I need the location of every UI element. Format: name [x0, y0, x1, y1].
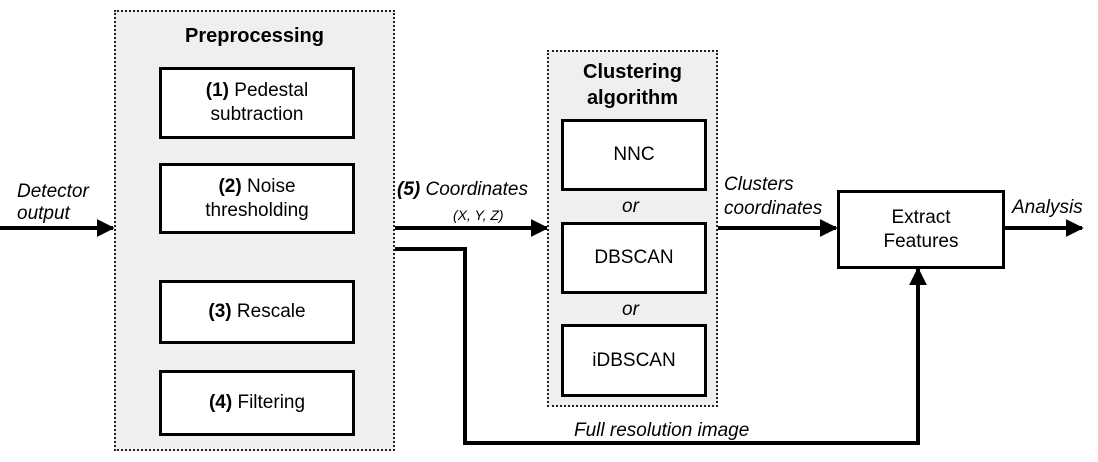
clusters-label-line2: coordinates [724, 198, 823, 219]
coordinates-sub-label: (X, Y, Z) [453, 207, 504, 223]
full-resolution-path [258, 247, 927, 445]
or-label-1: or [622, 196, 639, 217]
step1-text-line2: subtraction [210, 104, 304, 125]
analysis-label: Analysis [1012, 197, 1083, 218]
algorithm-dbscan: DBSCAN [561, 222, 707, 294]
detector-output-label-line1: Detector [17, 181, 89, 202]
or-label-2: or [622, 299, 639, 320]
step-noise-thresholding: (2) Noise thresholding [159, 163, 355, 234]
step-filtering: (4) Filtering [159, 370, 355, 436]
step3-number: (3) [208, 301, 232, 322]
extract-line1: Extract [891, 206, 951, 228]
step-rescale: (3) Rescale [159, 280, 355, 344]
clustering-title-line1: Clustering [583, 61, 682, 83]
step4-number: (4) [208, 392, 233, 413]
full-resolution-label: Full resolution image [574, 420, 750, 441]
preprocessing-title: Preprocessing [185, 25, 324, 47]
coordinates-text: Coordinates [425, 179, 528, 200]
step2-text-line1: Noise [246, 175, 296, 197]
step4-text: Filtering [237, 392, 306, 413]
clustering-title-line2: algorithm [586, 87, 679, 109]
algorithm-nnc-label: NNC [613, 144, 655, 165]
algorithm-dbscan-label: DBSCAN [594, 247, 674, 268]
step2-number: (2) [218, 175, 242, 197]
clusters-label-line1: Clusters [724, 174, 794, 195]
algorithm-idbscan-label: iDBSCAN [592, 349, 676, 371]
algorithm-nnc: NNC [561, 119, 707, 191]
step-pedestal-subtraction: (1) Pedestal subtraction [159, 67, 355, 139]
coordinates-number: (5) [397, 179, 421, 200]
step1-number: (1) [205, 80, 229, 101]
detector-output-label-line2: output [17, 203, 70, 224]
step1-text-line1: Pedestal [234, 80, 309, 101]
extract-line2: Features [883, 230, 959, 252]
coordinates-label: (5) Coordinates [397, 179, 528, 201]
algorithm-idbscan: iDBSCAN [561, 324, 707, 397]
step3-text: Rescale [236, 301, 306, 322]
step2-text-line2: thresholding [205, 199, 309, 221]
extract-features-box: Extract Features [837, 190, 1005, 269]
